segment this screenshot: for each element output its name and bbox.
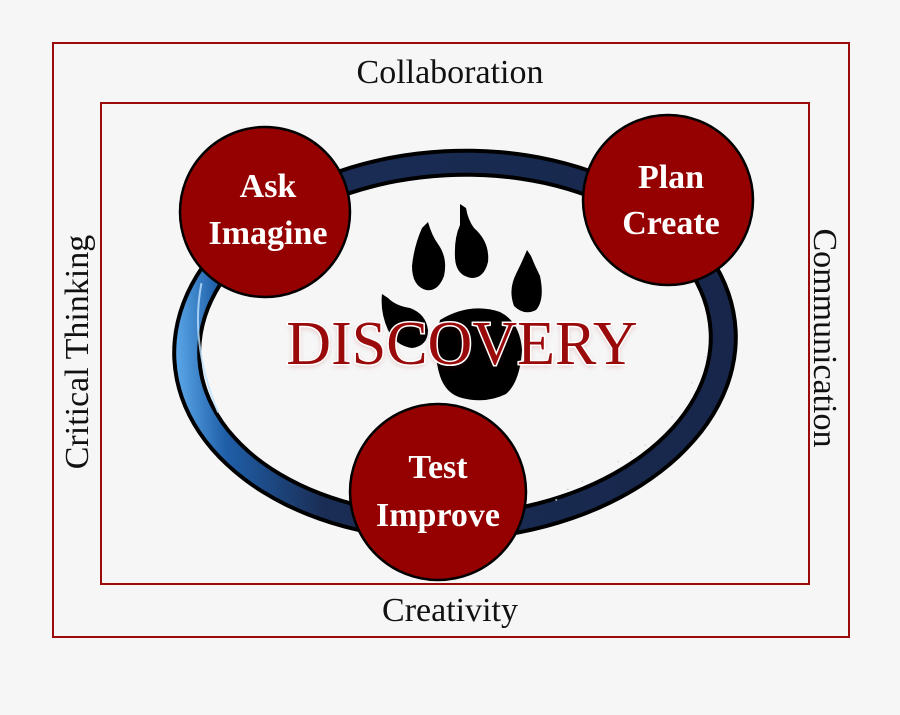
label-creativity: Creativity <box>382 592 518 629</box>
discovery-title-shadow: DISCOVERY <box>286 312 637 380</box>
inner-frame <box>100 102 810 585</box>
node-test-improve: Test Improve <box>348 402 528 582</box>
node-plan-create: Plan Create <box>581 113 755 287</box>
discovery-title-text: DISCOVERY <box>286 310 637 378</box>
node-plan-create-line1: Plan <box>638 159 704 196</box>
outer-frame <box>52 42 850 638</box>
discovery-title: DISCOVERY DISCOVERY <box>285 309 639 381</box>
node-test-improve-line1: Test <box>408 449 468 486</box>
node-test-improve-line2: Improve <box>376 497 500 534</box>
node-plan-create-line2: Create <box>622 205 720 242</box>
label-collaboration: Collaboration <box>356 54 544 91</box>
node-ask-imagine-line2: Imagine <box>209 215 328 252</box>
node-ask-imagine-line1: Ask <box>240 168 297 205</box>
paw-print-icon <box>381 204 542 401</box>
node-ask-imagine: Ask Imagine <box>178 125 352 299</box>
